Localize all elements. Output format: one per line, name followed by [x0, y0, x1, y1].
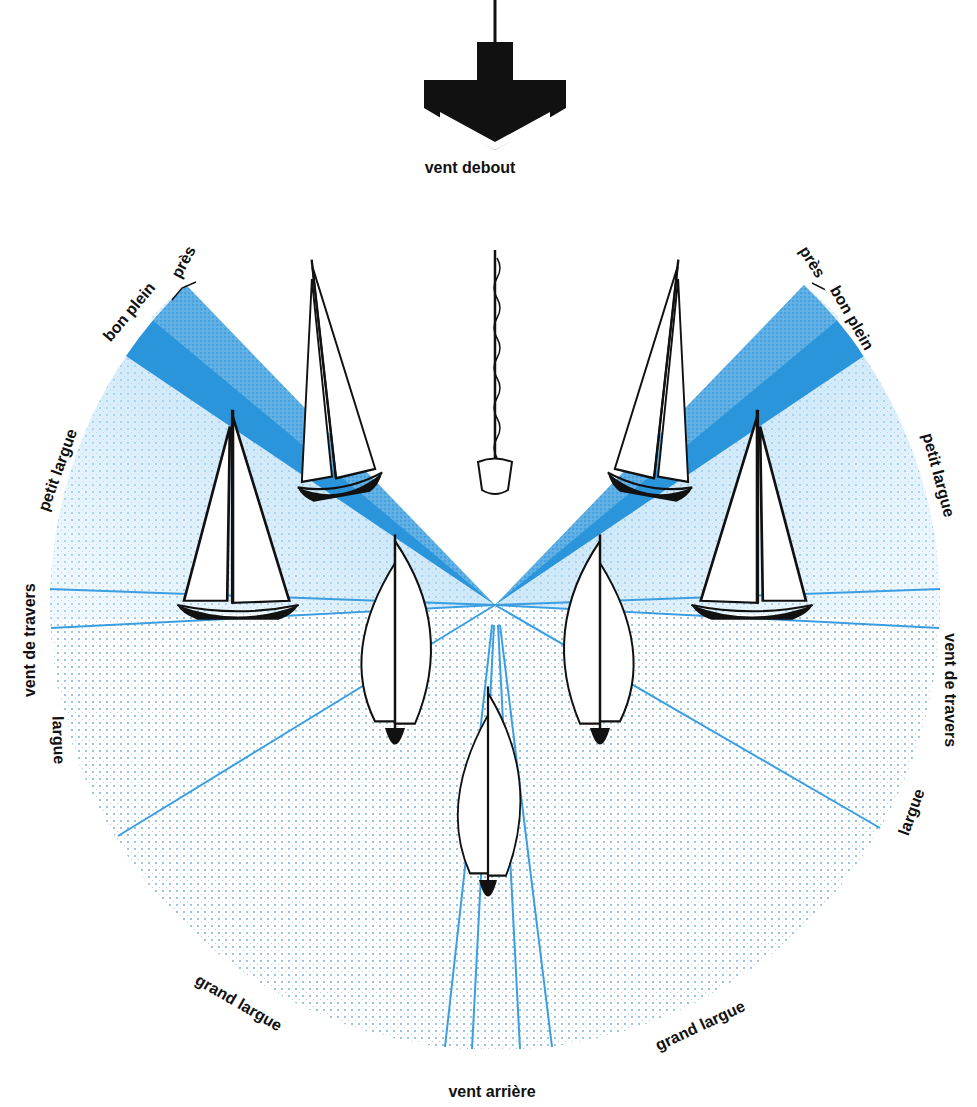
sail-point-label: vent de travers — [21, 580, 39, 700]
sail-point-label: vent de travers — [941, 630, 959, 750]
sail-point-label: vent debout — [422, 159, 519, 177]
sail-point-label: près — [794, 240, 831, 283]
sail-point-label: vent arrière — [445, 1083, 538, 1101]
sail-point-label: largue — [894, 783, 930, 840]
sail-point-label: près — [167, 240, 202, 284]
sail-point-label: largue — [48, 713, 68, 768]
